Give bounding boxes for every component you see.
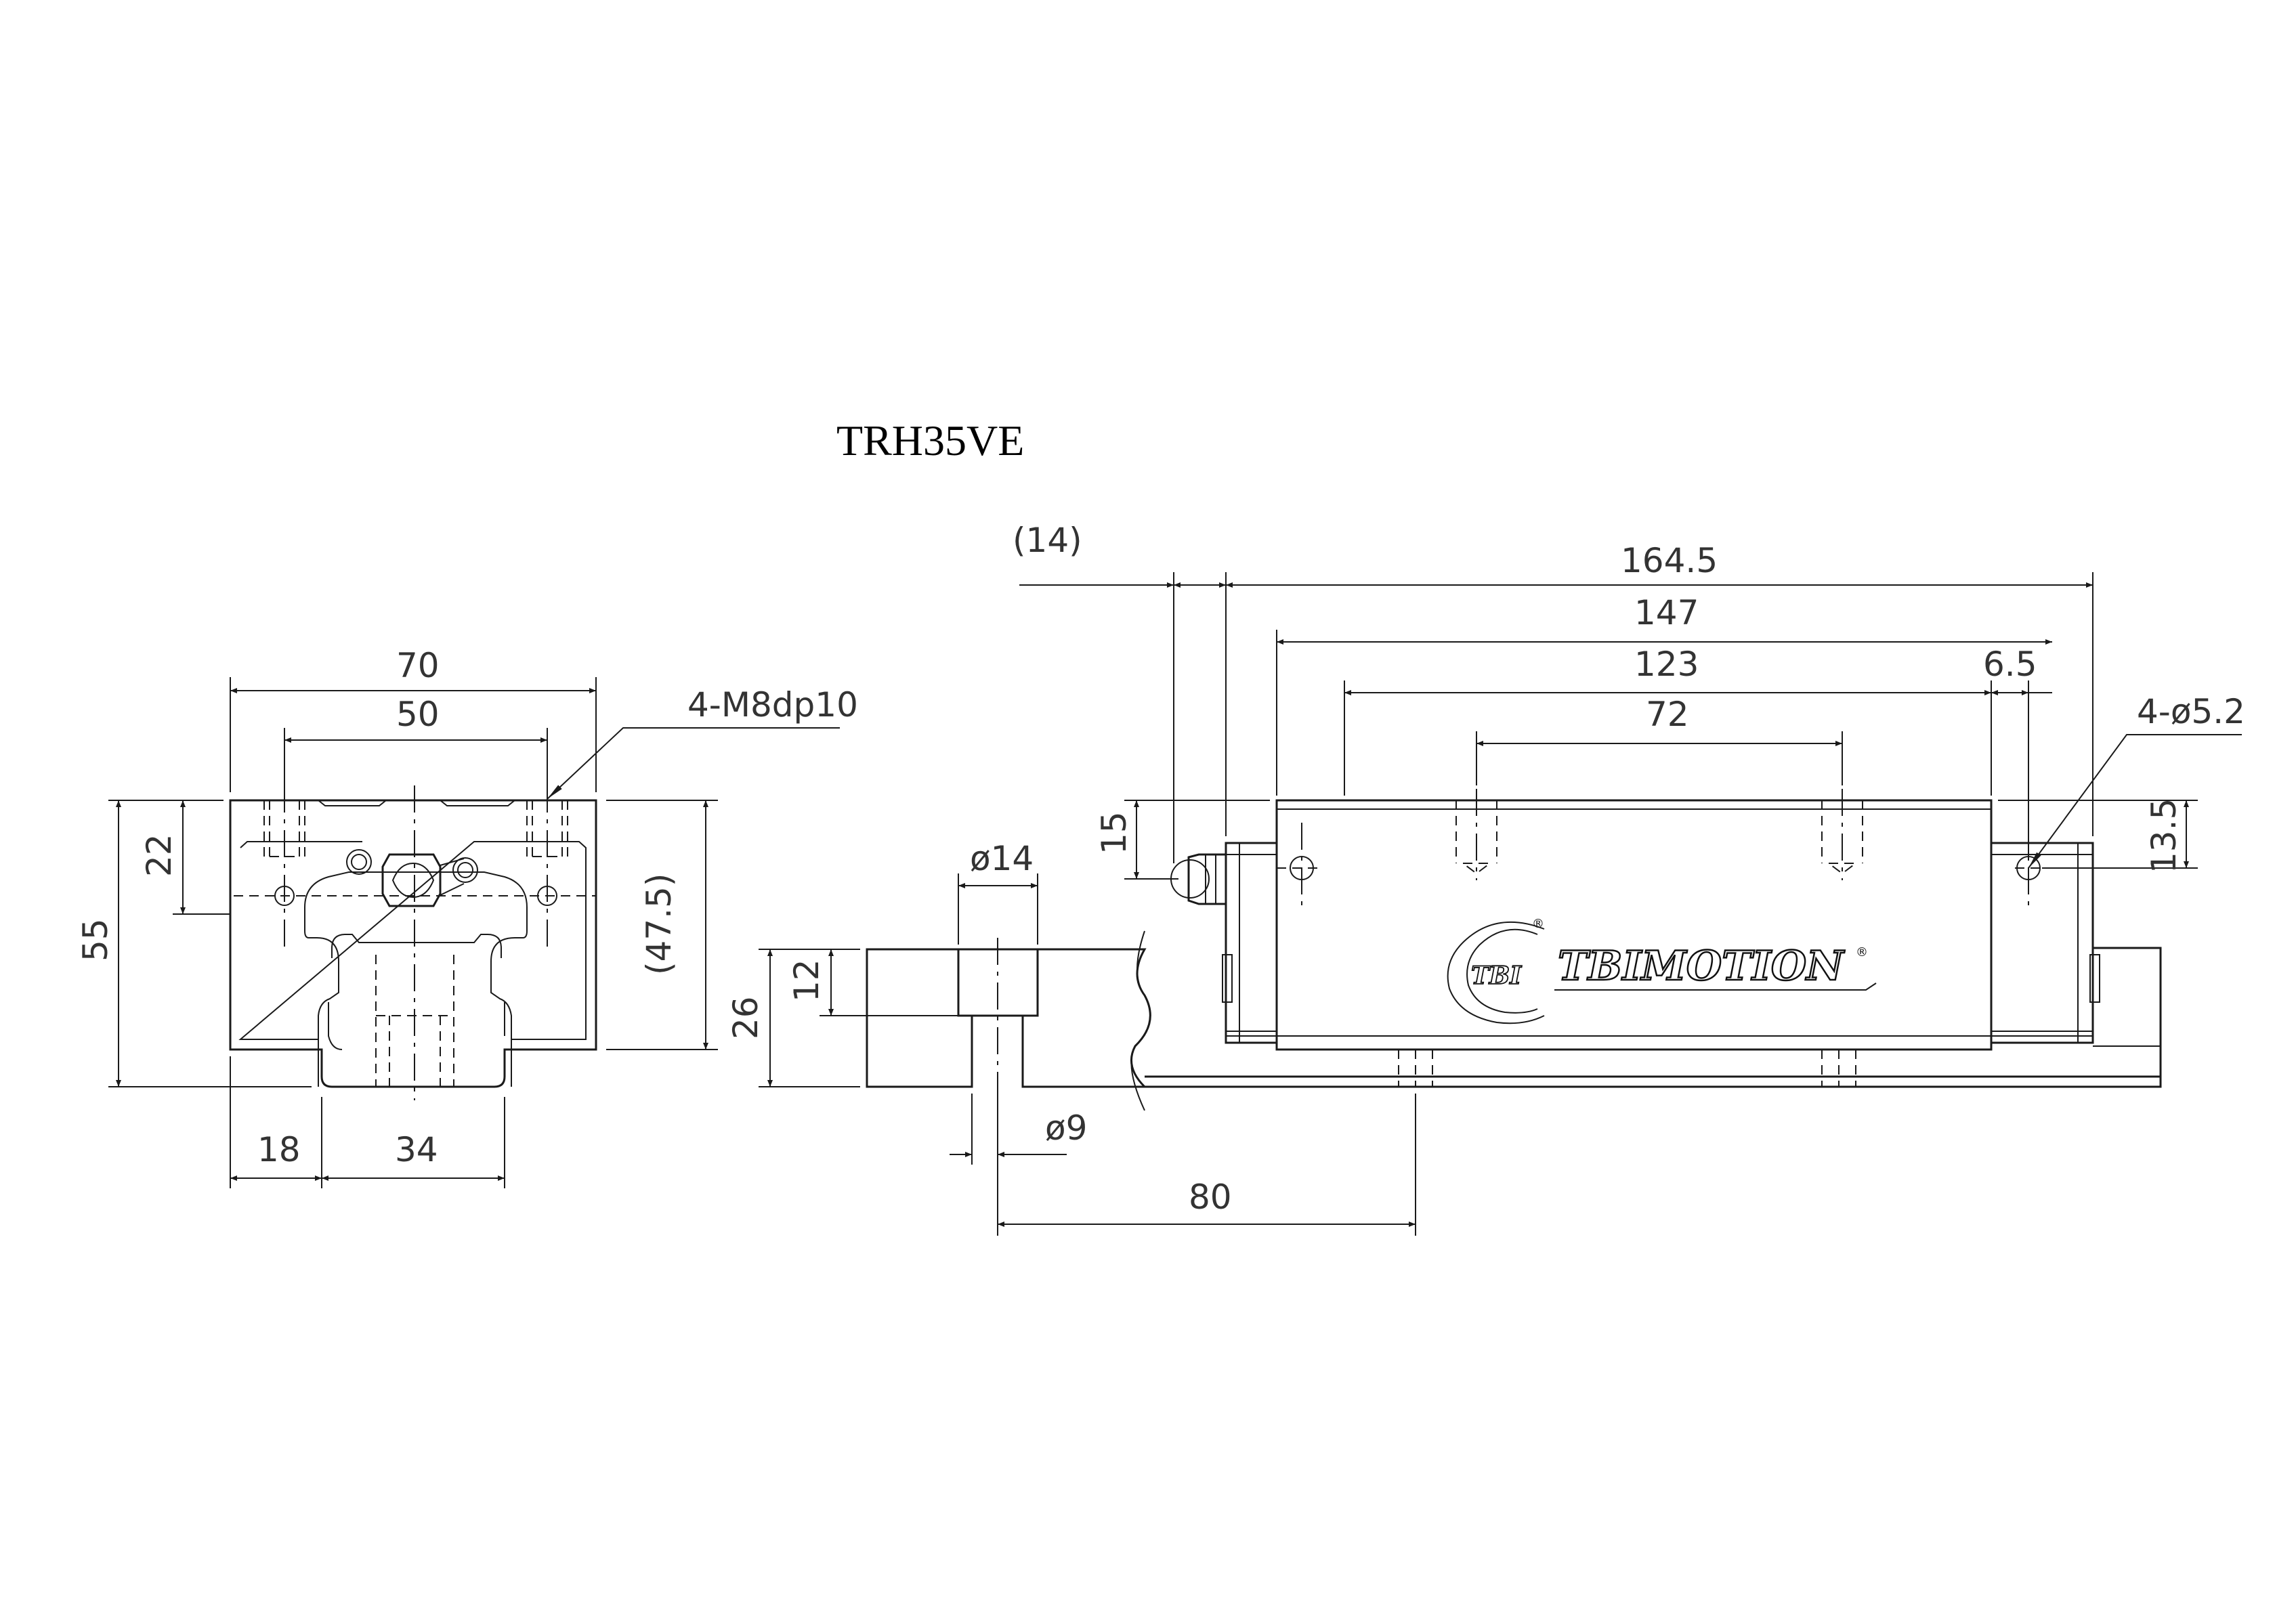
- dim-length-14: (14): [1013, 521, 1082, 560]
- dim-height-13-5: 13.5: [2144, 798, 2184, 873]
- brand-name: TBIMOTION: [1558, 943, 1845, 990]
- front-view: [229, 785, 597, 1100]
- drawing-title: TRH35VE: [836, 416, 1024, 464]
- rail-section-view: [866, 930, 1151, 1111]
- side-view-dimensions: (14) 164.5 147 123 6.5 72 4-ø5.2 15 13.5: [1013, 521, 2245, 880]
- front-view-dimensions: 70 50 4-M8dp10 55 22 (47.5) 18 34: [76, 646, 858, 1188]
- logo-mark: TBI: [1471, 961, 1522, 990]
- dim-width-50: 50: [396, 695, 440, 734]
- logo-registered-mark: ®: [1532, 917, 1544, 931]
- dim-height-12: 12: [787, 959, 826, 1002]
- dim-height-55: 55: [76, 918, 115, 961]
- dim-width-34: 34: [395, 1130, 438, 1169]
- dim-pitch-80: 80: [1189, 1177, 1232, 1217]
- dim-height-26: 26: [726, 996, 765, 1039]
- tbi-logo-icon: TBI ®: [1447, 917, 1545, 1024]
- dim-dia-9: ø9: [1045, 1108, 1087, 1148]
- dim-length-164-5: 164.5: [1621, 541, 1718, 580]
- dim-length-147: 147: [1634, 593, 1699, 632]
- hole-note: 4-ø5.2: [2137, 692, 2245, 731]
- grease-nipple-icon: [346, 849, 478, 907]
- brand-registered-mark: ®: [1856, 945, 1868, 959]
- tapped-hole-right: [526, 785, 568, 948]
- grease-nipple-side-icon: [1170, 853, 1227, 905]
- rail-section-dimensions: ø14 ø9 12 26 80: [726, 839, 1416, 1236]
- tapped-hole-left: [263, 785, 305, 948]
- dim-length-72: 72: [1646, 695, 1689, 734]
- side-view: TBI ® TBIMOTION ®: [1145, 789, 2162, 1088]
- thread-note: 4-M8dp10: [687, 685, 858, 725]
- dim-length-123: 123: [1634, 645, 1699, 684]
- dim-length-6-5: 6.5: [1983, 645, 2037, 684]
- dim-width-70: 70: [396, 646, 440, 685]
- dim-height-22: 22: [140, 834, 179, 877]
- dim-dia-14: ø14: [970, 839, 1034, 878]
- dim-height-47-5: (47.5): [639, 873, 679, 975]
- dim-width-18: 18: [257, 1130, 301, 1169]
- dim-height-15: 15: [1094, 811, 1134, 855]
